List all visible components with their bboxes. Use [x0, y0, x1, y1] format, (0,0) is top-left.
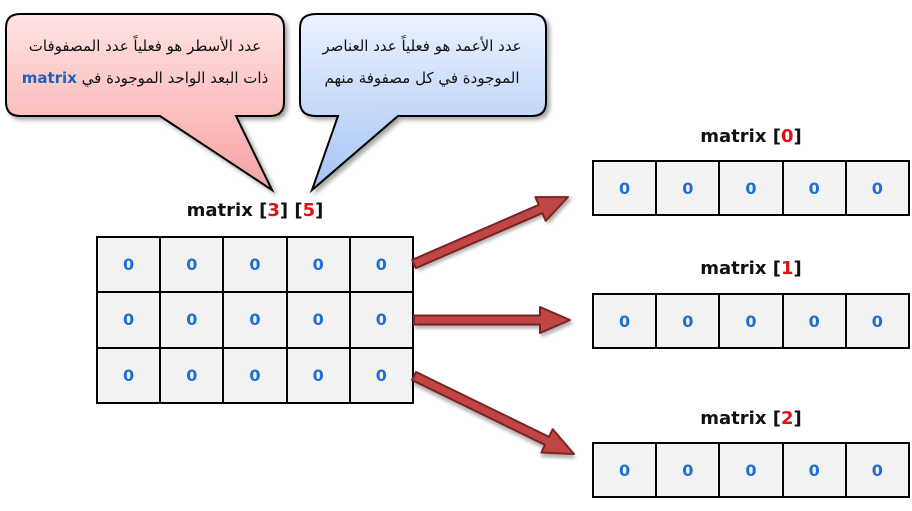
cols-callout-bubble [299, 13, 547, 194]
main-matrix-row: 0 0 0 0 0 [95, 235, 415, 294]
rows-callout-bubble [5, 13, 285, 193]
main-matrix-row: 0 0 0 0 0 [95, 291, 415, 349]
main-matrix-bracket: ] [ [279, 200, 303, 221]
matrix-cell: 0 [348, 346, 415, 405]
sub-array-cell: 0 [718, 160, 784, 216]
matrix-cell: 0 [95, 346, 162, 405]
sub-array-row: 0 0 0 0 0 [591, 293, 911, 349]
sub-array-cell: 0 [781, 160, 847, 216]
sub-array-label-1: matrix [1] [592, 258, 910, 279]
matrix-cell: 0 [222, 346, 288, 405]
matrix-cell: 0 [95, 235, 162, 294]
matrix-cell: 0 [285, 235, 351, 294]
sub-array-name: matrix [700, 126, 767, 147]
sub-array-cell: 0 [844, 160, 911, 216]
sub-array-grid-1: 0 0 0 0 0 [591, 293, 911, 349]
sub-array-bracket: ] [793, 258, 802, 279]
sub-array-label-0: matrix [0] [592, 126, 910, 147]
rows-callout-line2-prefix: ذات البعد الواحد الموجودة في [76, 69, 269, 87]
sub-array-cell: 0 [781, 442, 847, 498]
rows-callout-line1: عدد الأسطر هو فعلياً عدد المصفوفات [28, 37, 262, 55]
matrix-cell: 0 [222, 235, 288, 294]
main-matrix-label: matrix [3] [5] [96, 200, 414, 221]
sub-array-bracket: [ [766, 126, 781, 147]
sub-array-row: 0 0 0 0 0 [591, 160, 911, 216]
matrix-cell: 0 [159, 235, 225, 294]
cols-callout-line1: عدد الأعمد هو فعلياً عدد العناصر [322, 37, 522, 55]
matrix-cell: 0 [348, 291, 415, 349]
sub-array-cell: 0 [591, 293, 658, 349]
sub-array-name: matrix [700, 258, 767, 279]
main-matrix-bracket: [ [252, 200, 268, 221]
sub-array-bracket: [ [766, 258, 781, 279]
sub-array-cell: 0 [655, 442, 721, 498]
sub-array-cell: 0 [655, 160, 721, 216]
sub-array-index: 0 [780, 126, 794, 147]
rows-callout-line2: ذات البعد الواحد الموجودة في matrix [10, 62, 280, 94]
matrix-cell: 0 [222, 291, 288, 349]
rows-callout-keyword: matrix [21, 69, 77, 87]
cols-callout-line2: الموجودة في كل مصفوفة منهم [324, 69, 520, 87]
matrix-cell: 0 [159, 346, 225, 405]
cols-callout-text: عدد الأعمد هو فعلياً عدد العناصر الموجود… [304, 30, 540, 94]
main-matrix-row: 0 0 0 0 0 [95, 346, 415, 405]
matrix-cell: 0 [285, 291, 351, 349]
sub-array-bracket: ] [793, 126, 802, 147]
sub-array-cell: 0 [718, 442, 784, 498]
sub-array-bracket: [ [766, 408, 781, 429]
sub-array-label-2: matrix [2] [592, 408, 910, 429]
main-matrix-rows: 3 [267, 200, 280, 221]
rows-callout-text: عدد الأسطر هو فعلياً عدد المصفوفات ذات ا… [10, 30, 280, 94]
sub-array-cell: 0 [718, 293, 784, 349]
main-matrix-name: matrix [186, 200, 253, 221]
sub-array-cell: 0 [781, 293, 847, 349]
sub-array-index: 2 [780, 408, 794, 429]
main-matrix-grid: 0 0 0 0 0 0 0 0 0 0 0 0 0 0 0 [95, 235, 415, 405]
sub-array-name: matrix [700, 408, 767, 429]
sub-array-cell: 0 [844, 442, 911, 498]
sub-array-cell: 0 [591, 442, 658, 498]
sub-array-grid-2: 0 0 0 0 0 [591, 442, 911, 498]
matrix-cell: 0 [159, 291, 225, 349]
sub-array-cell: 0 [844, 293, 911, 349]
main-matrix-cols: 5 [302, 200, 316, 221]
sub-array-row: 0 0 0 0 0 [591, 442, 911, 498]
main-matrix-bracket: ] [315, 200, 324, 221]
sub-array-bracket: ] [793, 408, 802, 429]
sub-array-cell: 0 [591, 160, 658, 216]
sub-array-index: 1 [780, 258, 794, 279]
sub-array-grid-0: 0 0 0 0 0 [591, 160, 911, 216]
sub-array-cell: 0 [655, 293, 721, 349]
matrix-cell: 0 [285, 346, 351, 405]
matrix-cell: 0 [348, 235, 415, 294]
matrix-cell: 0 [95, 291, 162, 349]
